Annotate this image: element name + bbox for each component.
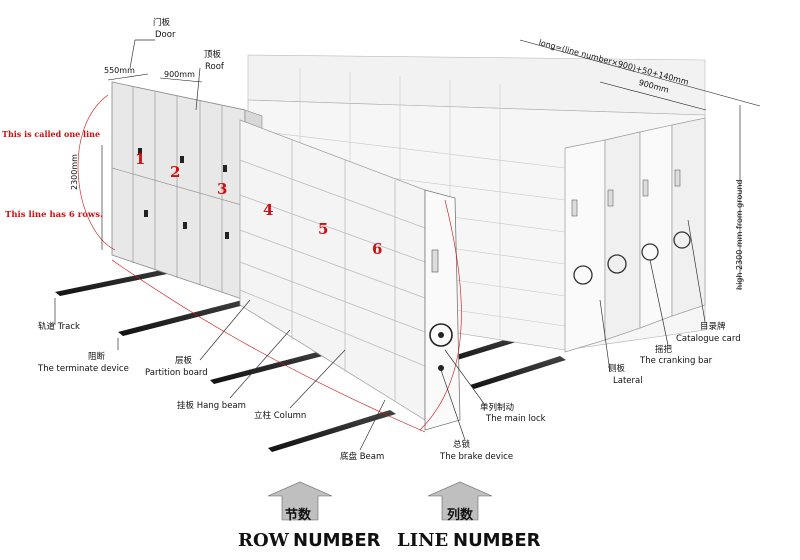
- one-line-note: This is called one line: [2, 129, 101, 139]
- beam-label: 底盘 Beam: [340, 452, 385, 462]
- row-number-2: 2: [170, 163, 181, 181]
- door-cabinet: [111, 81, 263, 306]
- brake-label-cn: 总锁: [453, 440, 471, 450]
- row-number-cn: 节数: [285, 508, 312, 523]
- height-dim: 2300mm: [70, 154, 79, 190]
- mainlock-label: The main lock: [486, 414, 546, 424]
- line-label-a: LINE: [397, 530, 449, 551]
- hangbeam-label: 挂板 Hang beam: [177, 401, 246, 411]
- catalogue-label-cn: 目录牌: [700, 322, 726, 332]
- mainlock-label-cn: 单列制动: [480, 403, 515, 413]
- row-number-4: 4: [263, 201, 274, 219]
- red-outlines: [77, 94, 462, 433]
- dimension-lines: [101, 39, 761, 290]
- row-label-a: ROW: [238, 530, 289, 551]
- line-number-cn: 列数: [447, 508, 474, 523]
- track-label: 轨道 Track: [38, 322, 80, 332]
- row-number-3: 3: [217, 180, 228, 198]
- roof-label: Roof: [205, 62, 224, 72]
- six-rows-note: This line has 6 rows.: [5, 210, 103, 220]
- catalogue-label: Catalogue card: [676, 334, 741, 344]
- row-label-b: NUMBER: [293, 530, 381, 551]
- door-label: Door: [155, 30, 176, 40]
- leader-lines: [54, 39, 706, 451]
- cranking-label: The cranking bar: [640, 356, 713, 366]
- row-number-6: 6: [372, 240, 383, 258]
- row-number-5: 5: [318, 220, 329, 238]
- row-number-1: 1: [135, 150, 146, 168]
- partition-label-cn: 层板: [175, 356, 193, 366]
- line-label-b: NUMBER: [453, 530, 541, 551]
- lateral-label-cn: 侧板: [608, 364, 626, 374]
- terminate-label: The terminate device: [38, 364, 129, 374]
- depth-dim: 550mm: [104, 66, 135, 75]
- door-label-cn: 门板: [153, 18, 171, 28]
- footer-arrows: [267, 481, 493, 521]
- terminate-label-cn: 阻断: [88, 352, 106, 362]
- high-dim: high 2300 mm from ground: [735, 179, 744, 290]
- open-shelf-unit: [239, 119, 461, 431]
- partition-label: Partition board: [145, 368, 208, 378]
- width-dim: 900mm: [164, 70, 195, 79]
- cranking-label-cn: 摇把: [655, 345, 673, 355]
- brake-label: The brake device: [440, 452, 514, 462]
- roof-label-cn: 顶板: [204, 50, 222, 60]
- lateral-label: Lateral: [613, 376, 643, 386]
- column-label: 立柱 Column: [254, 411, 307, 421]
